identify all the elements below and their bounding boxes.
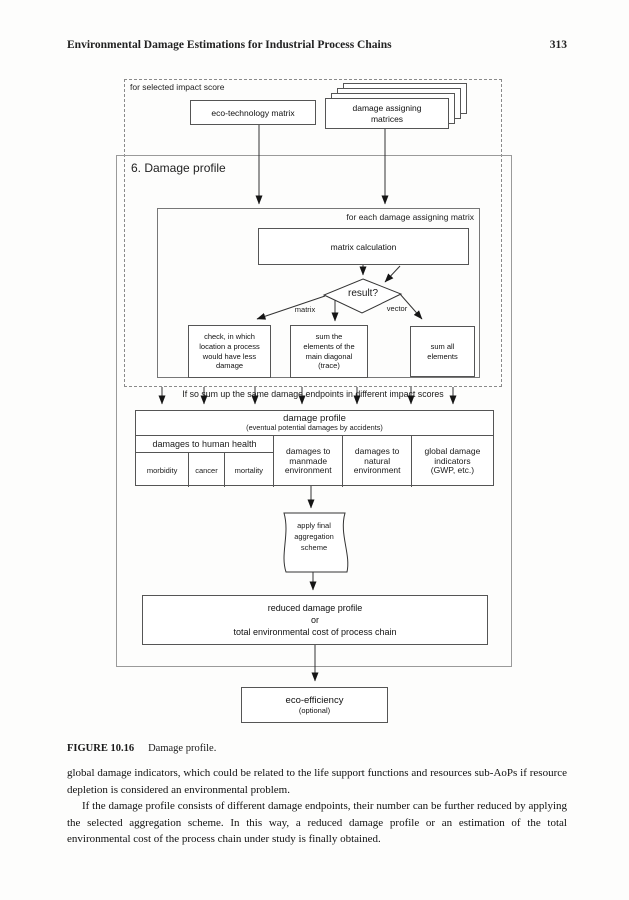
impact-score-label: for selected impact score	[130, 82, 225, 92]
eco-efficiency-note: (optional)	[298, 706, 331, 715]
eco-technology-matrix-box: eco-technology matrix	[190, 100, 316, 125]
human-health-header: damages to human health	[136, 436, 273, 453]
running-head: Environmental Damage Estimations for Ind…	[67, 39, 567, 51]
human-health-column: damages to human health morbidity cancer…	[136, 436, 273, 487]
damage-profile-table: damage profile (eventual potential damag…	[135, 410, 494, 487]
branch-matrix-label: matrix	[294, 305, 316, 314]
body-paragraph-1: global damage indicators, which could be…	[67, 767, 567, 796]
matrix-calculation-box: matrix calculation	[258, 228, 469, 265]
check-location-label: check, in which location a process would…	[199, 332, 260, 371]
damage-profile-section-title: 6. Damage profile	[131, 161, 226, 175]
aggregation-scheme-label: apply final aggregation scheme	[294, 521, 334, 552]
body-paragraph-2: If the damage profile consists of differ…	[67, 800, 567, 845]
matrix-calculation-label: matrix calculation	[330, 241, 397, 252]
sum-trace-label: sum the elements of the main diagonal (t…	[303, 332, 355, 371]
table-header: damage profile (eventual potential damag…	[136, 411, 493, 436]
sum-note-label: If so sum up the same damage endpoints i…	[182, 389, 444, 399]
eco-efficiency-label: eco-efficiency	[285, 695, 344, 706]
sum-trace-box: sum the elements of the main diagonal (t…	[290, 325, 368, 378]
sum-all-label: sum all elements	[427, 341, 458, 361]
sum-all-box: sum all elements	[410, 326, 475, 377]
branch-vector-label: vector	[386, 304, 408, 313]
col-natural-environment: damages to natural environment	[342, 436, 410, 487]
col-manmade-environment: damages to manmade environment	[273, 436, 342, 487]
damage-assigning-matrices-label: damage assigning matrices	[352, 102, 422, 124]
damage-assigning-matrices-box: damage assigning matrices	[325, 98, 449, 129]
impact-score-dashed-frame	[124, 79, 502, 387]
cell-morbidity: morbidity	[146, 465, 178, 475]
eco-efficiency-box: eco-efficiency (optional)	[241, 687, 388, 723]
loop-label: for each damage assigning matrix	[346, 212, 474, 222]
check-location-box: check, in which location a process would…	[188, 325, 271, 378]
decision-label: result?	[347, 288, 378, 299]
page-number: 313	[549, 39, 567, 51]
damage-profile-frame	[116, 155, 512, 667]
table-title: damage profile	[283, 412, 346, 424]
figure-caption-label: FIGURE 10.16	[67, 743, 135, 754]
body-text: global damage indicators, which could be…	[67, 765, 567, 848]
figure-caption: FIGURE 10.16 Damage profile.	[67, 743, 567, 754]
col-global-indicators: global damage indicators (GWP, etc.)	[410, 436, 493, 487]
table-subtitle: (eventual potential damages by accidents…	[246, 423, 383, 433]
figure-caption-text: Damage profile.	[148, 743, 217, 754]
reduced-damage-profile-box: reduced damage profile or total environm…	[142, 595, 488, 645]
cell-cancer: cancer	[188, 453, 223, 487]
cell-mortality: mortality	[223, 453, 273, 487]
eco-technology-matrix-label: eco-technology matrix	[211, 107, 295, 118]
page-title: Environmental Damage Estimations for Ind…	[67, 39, 392, 51]
reduced-damage-profile-label: reduced damage profile or total environm…	[233, 602, 397, 638]
